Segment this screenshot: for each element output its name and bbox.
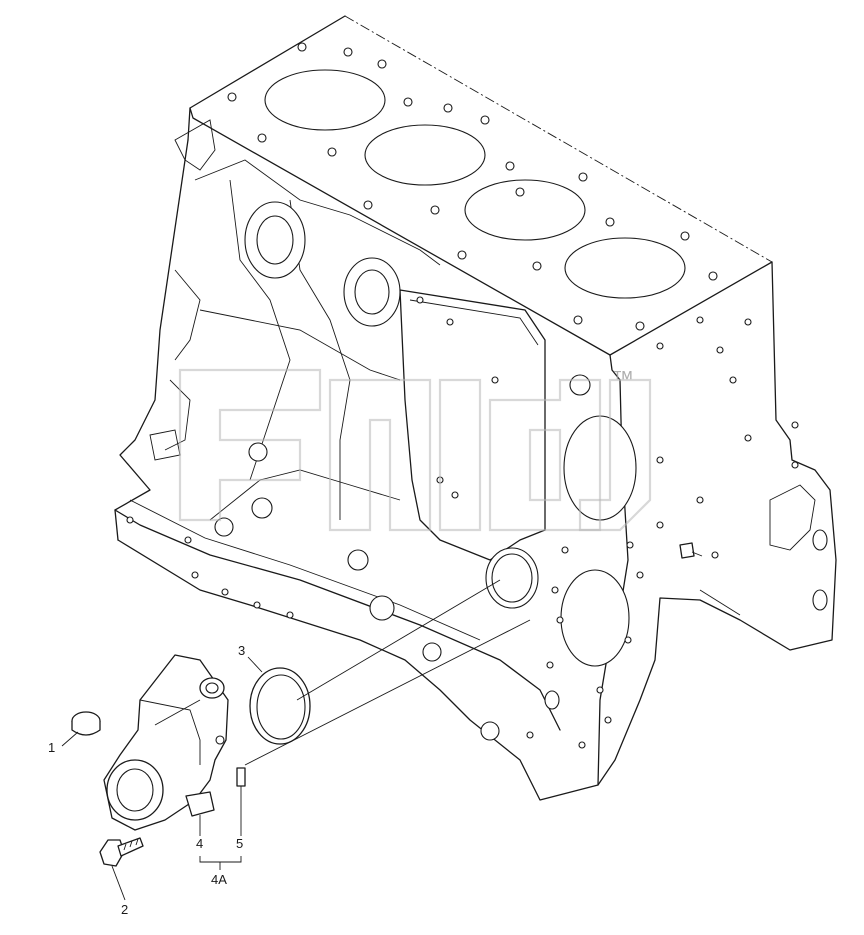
callout-3: 3 — [238, 643, 245, 658]
callout-4a: 4A — [211, 872, 227, 887]
bolt-part-2 — [99, 837, 144, 867]
block-face-bosses — [214, 201, 828, 741]
callout-4: 4 — [196, 836, 203, 851]
watermark-trademark: ™ — [612, 366, 634, 391]
plug-part-1 — [71, 711, 101, 736]
face-small-holes — [126, 296, 799, 749]
side-stud — [679, 542, 703, 559]
cylinder-bores — [264, 69, 686, 299]
o-ring-part-3 — [249, 667, 311, 745]
callout-2: 2 — [121, 902, 128, 917]
pin-part-5 — [236, 767, 246, 787]
deck-bolt-holes — [227, 42, 718, 331]
leader-lines — [61, 579, 531, 901]
cylinder-block — [114, 15, 837, 801]
callout-1: 1 — [48, 740, 55, 755]
callout-5: 5 — [236, 836, 243, 851]
callout-labels: 1 2 3 4 5 4A — [48, 643, 245, 917]
watermark-logo: ™ — [178, 366, 652, 532]
water-inlet-housing — [103, 654, 229, 831]
